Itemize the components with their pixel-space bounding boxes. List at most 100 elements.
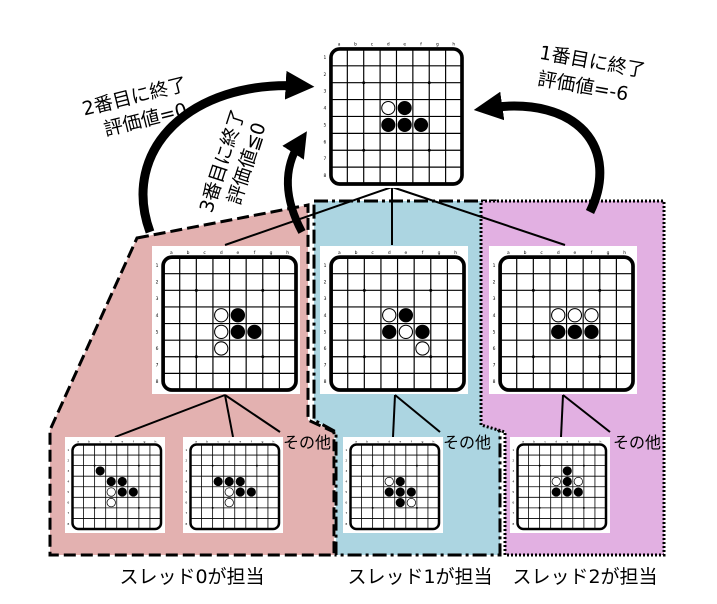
white-stone xyxy=(381,100,396,116)
row-label: 7 xyxy=(185,511,187,515)
column-label: g xyxy=(421,439,423,443)
board-frame xyxy=(71,443,163,531)
row-label: 8 xyxy=(324,379,327,385)
star-point xyxy=(255,464,258,467)
row-label: 4 xyxy=(512,480,514,484)
row-label: 1 xyxy=(185,448,187,452)
thread1-label: スレッド1が担当 xyxy=(347,566,492,588)
row-label: 4 xyxy=(493,313,496,319)
black-stone xyxy=(213,476,223,487)
column-label: d xyxy=(555,439,557,443)
column-label: g xyxy=(143,439,145,443)
row-label: 1 xyxy=(324,55,327,61)
board-background xyxy=(183,437,283,533)
row-label: 7 xyxy=(67,511,69,515)
black-stone xyxy=(230,324,246,340)
board-background xyxy=(343,437,443,533)
star-point xyxy=(598,288,602,292)
star-point xyxy=(194,355,198,359)
white-stone xyxy=(214,324,229,340)
row-label: 4 xyxy=(324,106,327,112)
black-stone xyxy=(584,324,599,340)
star-point xyxy=(211,506,214,509)
thread2-label: スレッド2が担当 xyxy=(512,566,657,588)
column-label: b xyxy=(187,250,190,256)
star-point xyxy=(538,464,541,467)
black-stone xyxy=(395,487,405,497)
column-label: a xyxy=(170,251,173,256)
board-frame xyxy=(329,255,466,392)
board-background xyxy=(510,437,610,533)
column-label: b xyxy=(355,250,358,256)
column-label: c xyxy=(203,251,206,256)
return-arrow-thread0 xyxy=(138,70,315,234)
others-label-thread0: その他 xyxy=(283,433,331,452)
tree-edges xyxy=(114,186,611,438)
black-stone xyxy=(562,487,572,497)
row-label: 6 xyxy=(185,501,187,505)
black-stone xyxy=(562,476,572,487)
return-arrow-thread1 xyxy=(282,131,307,234)
row-label: 5 xyxy=(67,490,69,494)
black-stone xyxy=(395,476,405,487)
star-point xyxy=(261,288,265,292)
star-point xyxy=(255,506,258,509)
row-label: 1 xyxy=(345,448,347,452)
star-point xyxy=(427,81,431,85)
black-stone xyxy=(397,117,412,132)
star-point xyxy=(261,355,265,359)
column-label: h xyxy=(452,42,455,48)
white-stone xyxy=(415,341,430,356)
black-stone xyxy=(415,324,430,340)
column-label: d xyxy=(387,42,390,48)
column-label: a xyxy=(195,439,197,443)
column-label: h xyxy=(433,439,435,443)
row-label: 2 xyxy=(67,458,69,462)
row-label: 4 xyxy=(185,480,187,484)
row-label: 7 xyxy=(512,511,514,515)
board-frame xyxy=(161,255,298,392)
column-label: h xyxy=(273,439,275,443)
column-label: h xyxy=(600,439,602,443)
row-label: 6 xyxy=(156,346,159,352)
white-stone xyxy=(551,476,561,487)
row-label: 3 xyxy=(67,469,69,473)
row-label: 5 xyxy=(324,122,327,128)
row-label: 2 xyxy=(185,458,187,462)
black-stone xyxy=(230,308,246,323)
column-label: d xyxy=(228,439,230,443)
column-label: e xyxy=(236,251,239,256)
board-frame xyxy=(516,443,608,531)
black-stone xyxy=(384,487,394,497)
star-point xyxy=(362,288,366,292)
star-point xyxy=(362,81,366,85)
row-label: 1 xyxy=(67,448,69,452)
column-label: b xyxy=(354,42,357,48)
row-label: 3 xyxy=(493,296,496,302)
row-label: 7 xyxy=(156,363,159,369)
black-stone xyxy=(117,487,127,497)
row-label: 7 xyxy=(324,156,327,162)
column-label: f xyxy=(420,42,422,48)
row-label: 8 xyxy=(345,522,347,526)
black-stone xyxy=(247,324,262,340)
column-label: e xyxy=(404,251,407,256)
row-label: 2 xyxy=(493,280,496,286)
row-label: 6 xyxy=(512,501,514,505)
row-label: 2 xyxy=(324,280,327,286)
black-stone xyxy=(128,487,138,497)
row-label: 8 xyxy=(512,522,514,526)
column-label: b xyxy=(524,250,527,256)
star-point xyxy=(194,288,198,292)
row-label: 7 xyxy=(324,363,327,369)
star-point xyxy=(429,355,433,359)
row-label: 8 xyxy=(156,379,159,385)
row-label: 3 xyxy=(345,469,347,473)
white-stone xyxy=(384,476,394,487)
column-label: c xyxy=(544,439,546,443)
star-point xyxy=(137,506,140,509)
others-label-thread2: その他 xyxy=(613,433,661,452)
